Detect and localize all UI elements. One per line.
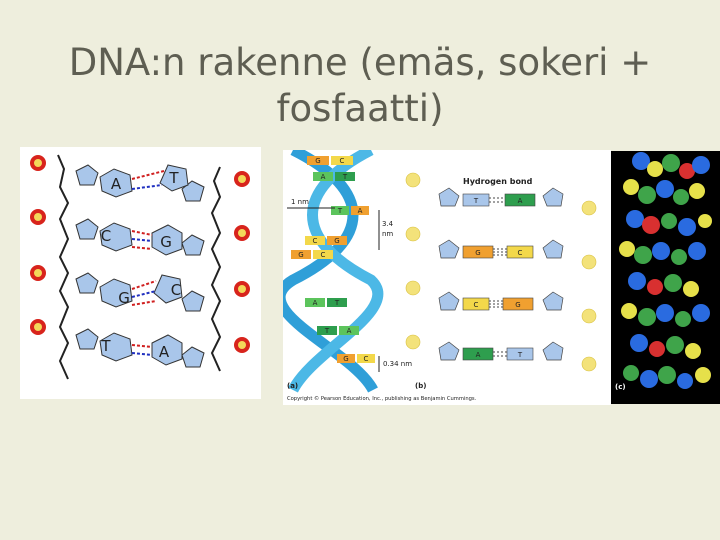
base-shape <box>99 168 133 198</box>
hydrogen-bond <box>131 230 153 236</box>
ladder-base-letter: A <box>518 197 523 205</box>
panel-c-label: (c) <box>615 383 626 391</box>
measure-034nm-label: 0.34 nm <box>383 360 412 368</box>
hydrogen-bond <box>131 170 165 180</box>
base-letter: G <box>160 233 172 251</box>
measure-1nm-label: 1 nm <box>291 198 309 206</box>
helix-base-block <box>337 354 355 363</box>
hydrogen-bond <box>131 246 153 250</box>
ladder-sugars <box>438 187 564 361</box>
copyright-caption: Copyright © Pearson Education, Inc., pub… <box>287 395 477 402</box>
ladder-hydrogen-bonds <box>489 197 507 357</box>
ladder-base-letter: G <box>475 249 480 257</box>
ladder-base <box>504 193 536 207</box>
helix-base-letter: C <box>313 237 318 245</box>
hydrogen-bond <box>131 280 157 290</box>
helix-base-block <box>291 250 311 259</box>
helix-base-block <box>331 206 349 215</box>
measure-34nm-label: 3.4 <box>382 220 394 228</box>
base-shape <box>153 274 183 304</box>
helix-base-letter: A <box>321 173 326 181</box>
dna-helix-textbook-figure: G C A T T A C G G C A T T A <box>283 150 611 405</box>
helix-base-letter: G <box>315 157 320 165</box>
hydrogen-bond <box>131 352 153 356</box>
base-shape <box>99 332 133 362</box>
helix-base-letter: T <box>324 327 330 335</box>
helix-base-letter: C <box>340 157 345 165</box>
base-shape <box>151 224 183 256</box>
ladder-base-letter: T <box>517 351 523 359</box>
ladder-base <box>506 347 534 361</box>
helix-base-letter: G <box>334 237 339 245</box>
helix-base-letter: A <box>347 327 352 335</box>
helix-base-letter: C <box>321 251 326 259</box>
ladder-base-letter: G <box>515 301 520 309</box>
helix-base-block <box>317 326 337 335</box>
hydrogen-bond-label: Hydrogen bond <box>463 177 533 186</box>
base-letter: G <box>118 289 130 307</box>
base-shape <box>151 334 183 366</box>
right-backbone <box>210 166 222 372</box>
helix-base-letter: A <box>313 299 318 307</box>
base-letter: A <box>111 175 122 193</box>
helix-base-block <box>305 236 325 245</box>
hydrogen-bond <box>131 238 153 242</box>
helix-base-letter: T <box>337 207 343 215</box>
helix-base-block <box>339 326 359 335</box>
base-shape <box>99 222 133 252</box>
helix-base-block <box>313 250 333 259</box>
helix-backbone-strand <box>288 150 384 393</box>
slide-title-line-2: fosfaatti) <box>276 87 444 130</box>
helix-base-letter: C <box>364 355 369 363</box>
hydrogen-bond <box>131 290 157 298</box>
ladder-base-letter: T <box>473 197 479 205</box>
panel-b-label: (b) <box>415 382 426 390</box>
helix-base-block <box>357 354 375 363</box>
ladder-base-letter: C <box>518 249 523 257</box>
helix-base-block <box>307 156 329 165</box>
slide-title-line-1: DNA:n rakenne (emäs, sokeri + <box>68 41 652 84</box>
hydrogen-bond <box>131 300 157 306</box>
ladder-phosphates <box>405 172 597 372</box>
base-letter: C <box>171 281 181 299</box>
ladder-base <box>462 347 494 361</box>
dna-schematic-figure: A T C G G C T A <box>20 147 261 399</box>
base-shape <box>159 164 189 192</box>
base-shape <box>99 278 133 308</box>
dna-schematic-svg: A T C G G C T A <box>30 154 250 380</box>
atom-cluster-backbone <box>619 152 712 389</box>
dna-space-filling-model: (c) <box>611 151 720 404</box>
panel-a-label: (a) <box>287 382 298 390</box>
helix-base-block <box>331 156 353 165</box>
sugar-group <box>75 164 205 368</box>
helix-base-block <box>327 298 347 307</box>
helix-base-block <box>327 236 347 245</box>
phosphate-group <box>30 155 250 353</box>
helix-base-letter: T <box>342 173 348 181</box>
helix-base-block <box>313 172 333 181</box>
helix-base-block <box>305 298 325 307</box>
ladder-base <box>462 193 490 207</box>
slide-title: DNA:n rakenne (emäs, sokeri + fosfaatti) <box>40 40 680 132</box>
hydrogen-bond <box>131 344 153 348</box>
helix-base-letter: G <box>343 355 348 363</box>
hydrogen-bond <box>131 184 163 190</box>
base-letter: T <box>100 337 111 355</box>
base-letter: A <box>159 343 170 361</box>
ladder-base-letter: A <box>476 351 481 359</box>
space-filling-svg: (c) <box>615 152 712 391</box>
left-backbone <box>57 154 70 380</box>
helix-base-letter: T <box>334 299 340 307</box>
dna-helix-svg: G C A T T A C G G C A T T A <box>283 150 597 402</box>
helix-base-letter: G <box>298 251 303 259</box>
helix-base-letter: A <box>358 207 363 215</box>
helix-base-block <box>335 172 355 181</box>
base-letter: T <box>168 169 179 187</box>
ladder-base-letter: C <box>474 301 479 309</box>
base-letter: C <box>101 227 111 245</box>
measure-34nm-unit: nm <box>382 230 393 238</box>
helix-base-block <box>351 206 369 215</box>
